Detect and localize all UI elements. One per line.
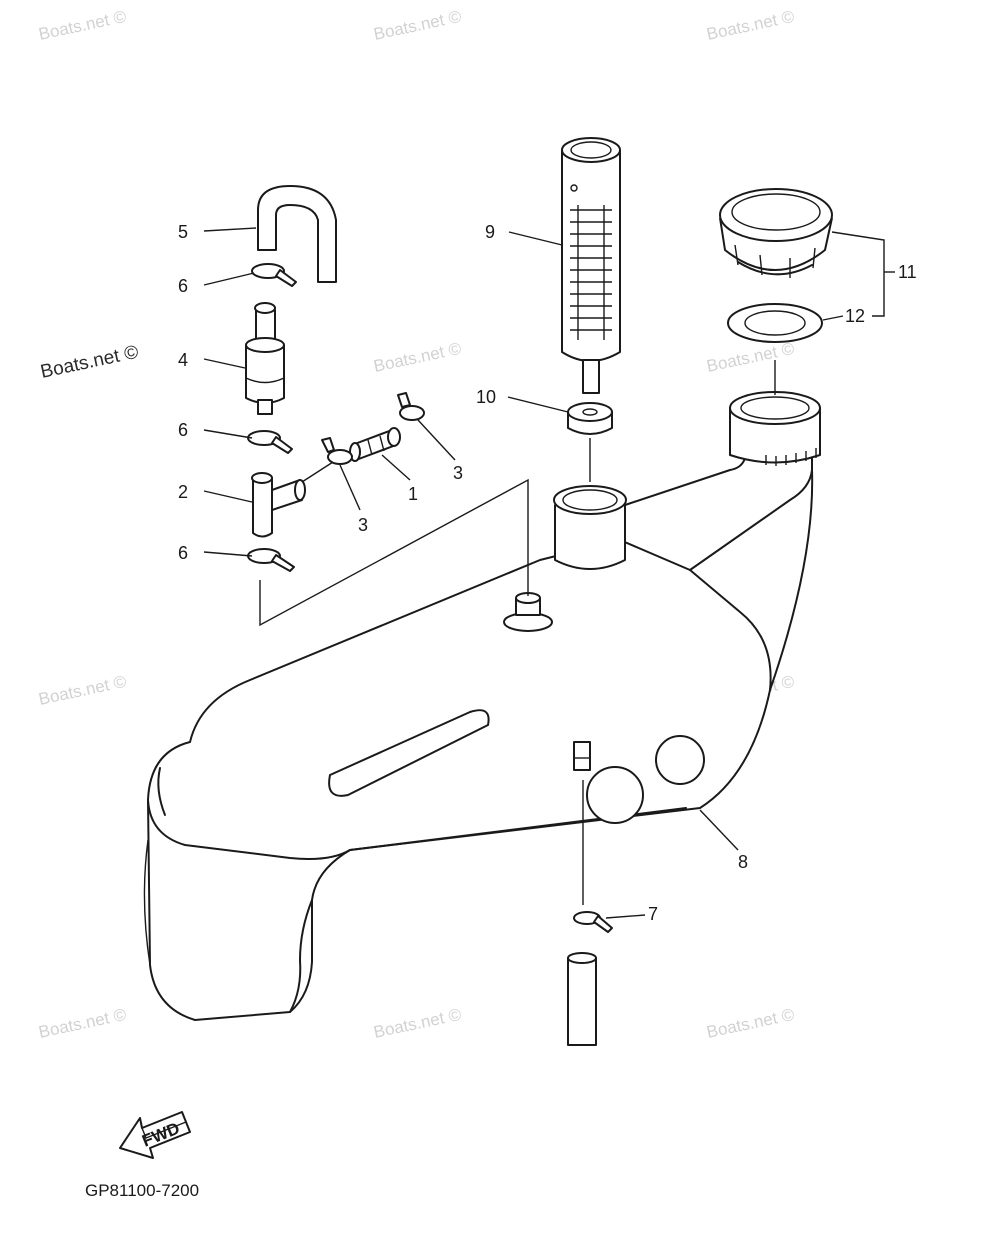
watermark: Boats.net ©	[372, 1005, 464, 1042]
watermark: Boats.net ©	[705, 7, 797, 44]
strainer-part-9[interactable]	[561, 137, 621, 394]
fuel-tank-part-8[interactable]	[143, 391, 821, 1021]
grommet-part-10[interactable]	[567, 402, 613, 482]
callout-labels: 5 6 4 6 2 6 3 1 3 9 10 11 12 8 7	[178, 222, 917, 924]
callout-12: 12	[845, 306, 865, 326]
callout-1: 1	[408, 484, 418, 504]
callout-6: 6	[178, 543, 188, 563]
watermark: Boats.net ©	[705, 339, 797, 376]
fwd-label: FWD	[139, 1119, 182, 1151]
leader-lines	[203, 227, 895, 919]
callout-8: 8	[738, 852, 748, 872]
gasket-part-12[interactable]	[727, 303, 823, 395]
callout-2: 2	[178, 482, 188, 502]
callout-4: 4	[178, 350, 188, 370]
callout-5: 5	[178, 222, 188, 242]
hose-part-5[interactable]	[257, 185, 337, 283]
clip-part-3[interactable]	[397, 392, 425, 421]
watermark: Boats.net ©	[705, 1005, 797, 1042]
hose-clip-part-6[interactable]	[251, 263, 297, 287]
callout-3: 3	[358, 515, 368, 535]
callout-9: 9	[485, 222, 495, 242]
clip-part-3[interactable]	[321, 437, 353, 465]
hose-clip-part-6[interactable]	[247, 548, 295, 572]
clip-part-7[interactable]	[573, 911, 613, 933]
callout-11: 11	[898, 262, 917, 282]
fuel-cap-part-11[interactable]	[719, 188, 833, 278]
forward-arrow-icon: FWD	[119, 1111, 191, 1159]
watermark: Boats.net ©	[37, 1005, 129, 1042]
callout-3: 3	[453, 463, 463, 483]
connector-part-1[interactable]	[349, 427, 401, 462]
callout-6: 6	[178, 276, 188, 296]
callout-10: 10	[476, 387, 496, 407]
fuel-filter-part-4[interactable]	[245, 302, 285, 415]
watermark: Boats.net ©	[37, 672, 129, 709]
part-code: GP81100-7200	[85, 1181, 199, 1200]
callout-7: 7	[648, 904, 658, 924]
watermark: Boats.net ©	[372, 7, 464, 44]
guide-lines	[259, 461, 529, 627]
callout-6: 6	[178, 420, 188, 440]
tee-joint-part-2[interactable]	[251, 472, 306, 538]
watermark: Boats.net ©	[37, 7, 129, 44]
outlet-hose	[567, 741, 597, 1046]
watermark-prominent: Boats.net ©	[39, 342, 141, 383]
watermark: Boats.net ©	[372, 339, 464, 376]
hose-clip-part-6[interactable]	[247, 430, 293, 454]
